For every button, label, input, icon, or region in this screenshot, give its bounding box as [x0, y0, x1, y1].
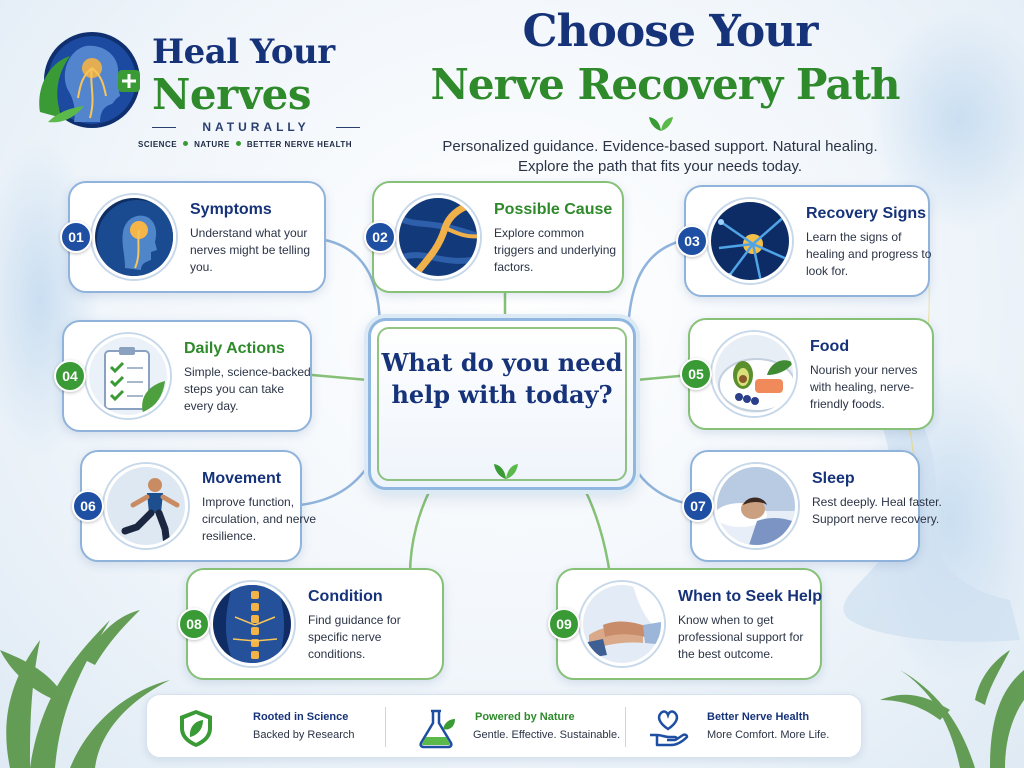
brain-head-icon	[92, 195, 176, 279]
footer-item-science: Rooted in Science Backed by Research	[175, 695, 375, 759]
shield-leaf-icon	[180, 710, 212, 747]
footer-title: Better Nerve Health	[707, 711, 810, 723]
exercise-icon	[104, 464, 188, 548]
card-title: Sleep	[812, 470, 855, 487]
card-title: Movement	[202, 470, 282, 487]
tagline-dot-icon	[183, 141, 189, 146]
footer-text: More Comfort. More Life.	[707, 729, 830, 741]
card-title: When to Seek Help	[678, 588, 823, 605]
card-description: Learn the signs of healing and progress …	[806, 230, 932, 278]
page-subtitle-line2: Explore the path that fits your needs to…	[517, 158, 803, 175]
step-number-badge: 07	[682, 490, 714, 522]
card-description: Find guidance for specific nerve conditi…	[308, 613, 401, 661]
step-number-badge: 08	[178, 608, 210, 640]
card-description: Simple, science-backed steps you can tak…	[184, 365, 311, 413]
card-daily-actions[interactable]: 04 Daily Actions Simple, science-backed …	[54, 320, 312, 432]
footer-divider	[625, 707, 626, 747]
card-title: Symptoms	[190, 201, 272, 218]
card-recovery-signs[interactable]: 03 Recovery Signs Learn the signs of hea…	[676, 185, 931, 297]
card-condition[interactable]: 08 Condition Find guidance for specific …	[178, 568, 444, 680]
card-when-to-seek-help[interactable]: 09 When to Seek Help Know when to get pr…	[548, 568, 823, 680]
flask-leaf-icon	[419, 709, 455, 749]
card-movement[interactable]: 06 Movement Improve function, circulatio…	[72, 450, 316, 562]
nerve-fiber-icon	[396, 195, 480, 279]
tagline-dot-icon	[235, 141, 241, 146]
page-title-line1: Choose Your	[522, 6, 819, 57]
card-title: Food	[810, 338, 850, 355]
card-description: Improve function, circulation, and nerve…	[202, 495, 317, 543]
card-possible-cause[interactable]: 02 Possible Cause Explore common trigger…	[364, 181, 624, 293]
card-description: Understand what your nerves might be tel…	[190, 226, 311, 274]
step-number-badge: 05	[680, 358, 712, 390]
card-title: Daily Actions	[184, 340, 285, 357]
tagline-nature: NATURE	[194, 140, 230, 149]
sleeping-person-icon	[714, 464, 798, 548]
checklist-icon	[86, 334, 170, 418]
step-number-badge: 02	[364, 221, 396, 253]
page-title-line2: Nerve Recovery Path	[430, 60, 900, 109]
tagline-nerve-health: BETTER NERVE HEALTH	[246, 140, 353, 149]
center-question: What do you need help with today?	[381, 348, 623, 409]
card-title: Condition	[308, 588, 383, 605]
card-title: Possible Cause	[494, 201, 613, 218]
footer-text: Gentle. Effective. Sustainable.	[473, 729, 621, 741]
healthy-food-icon	[712, 332, 796, 416]
center-question-card: What do you need help with today?	[368, 318, 636, 490]
logo-title-line2: Nerves	[152, 70, 312, 119]
leaf-sprout-icon	[494, 464, 518, 479]
step-number-badge: 01	[60, 221, 92, 253]
footer-item-nature: Powered by Nature Gentle. Effective. Sus…	[415, 695, 620, 759]
step-number-badge: 09	[548, 608, 580, 640]
footer-item-nerve-health: Better Nerve Health More Comfort. More L…	[647, 695, 847, 759]
footer-title: Rooted in Science	[253, 711, 349, 723]
footer-text: Backed by Research	[253, 729, 355, 741]
logo-title-line3: NATURALLY	[152, 120, 360, 134]
card-title: Recovery Signs	[806, 205, 927, 222]
card-description: Explore common triggers and underlying f…	[494, 226, 617, 274]
tagline-science: SCIENCE	[138, 140, 178, 149]
card-description: Know when to get professional support fo…	[678, 613, 804, 661]
card-sleep[interactable]: 07 Sleep Rest deeply. Heal faster. Suppo…	[682, 450, 942, 562]
card-description: Nourish your nerves with healing, nerve-…	[810, 363, 918, 411]
spine-icon	[210, 582, 294, 666]
brand-logo[interactable]: Heal Your Nerves NATURALLY SCIENCE NATURE…	[34, 26, 374, 156]
card-description: Rest deeply. Heal faster. Support nerve …	[812, 495, 942, 526]
logo-tagline: SCIENCE NATURE BETTER NERVE HEALTH	[138, 140, 368, 149]
card-symptoms[interactable]: 01 Symptoms Understand what your nerves …	[60, 181, 326, 293]
card-food[interactable]: 05 Food Nourish your nerves with healing…	[680, 318, 934, 430]
page-subtitle-line1: Personalized guidance. Evidence-based su…	[442, 138, 878, 155]
neuron-icon	[708, 199, 792, 283]
step-number-badge: 03	[676, 225, 708, 257]
footer-values-bar: Rooted in Science Backed by Research Pow…	[146, 694, 862, 758]
footer-title: Powered by Nature	[475, 711, 575, 723]
logo-title-line1: Heal Your	[152, 32, 335, 72]
leaf-divider-icon	[649, 117, 673, 131]
caring-hands-icon	[580, 582, 664, 666]
step-number-badge: 06	[72, 490, 104, 522]
step-number-badge: 04	[54, 360, 86, 392]
head-nerves-emblem-icon	[39, 32, 140, 128]
heart-hand-icon	[650, 710, 689, 747]
footer-divider	[385, 707, 386, 747]
